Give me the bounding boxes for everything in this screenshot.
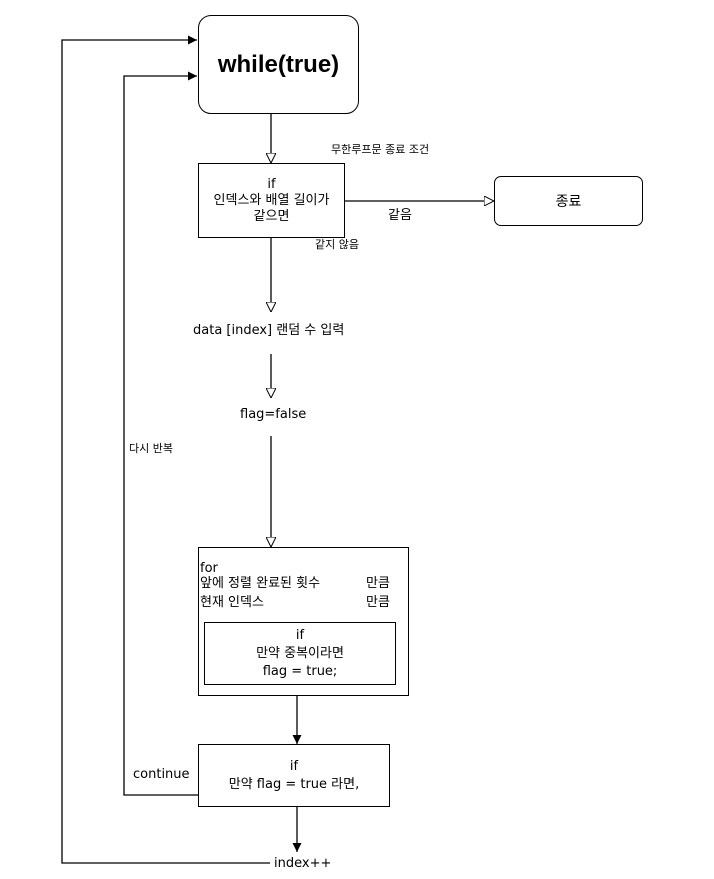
data-input-node: data [index] 랜덤 수 입력 [193,323,345,338]
infinite-loop-exit-label: 무한루프문 종료 조건 [331,143,430,156]
flag-false-node: flag=false [240,407,307,422]
for-node: for 앞에 정렬 완료된 횟수 만큼 현재 인덱스 만큼 if 만약 중복이라… [198,547,409,696]
end-label: 종료 [555,194,582,210]
end-node: 종료 [494,176,643,226]
repeat-again-label: 다시 반복 [129,442,173,455]
if-index-line2: 인덱스와 배열 길이가 [213,192,330,208]
not-same-label: 같지 않음 [315,238,359,251]
for-line2-text: 앞에 정렬 완료된 횟수 [200,576,321,591]
while-label: while(true) [217,50,340,78]
for-line3-text: 현재 인덱스 [200,595,264,610]
inner-if-node: if 만약 중복이라면 flag = true; [204,622,396,685]
edge-repeat-loop [61,35,270,864]
while-node: while(true) [198,15,359,114]
for-line3-suffix: 만큼 [366,595,390,610]
if-index-node: if 인덱스와 배열 길이가 같으면 [198,163,345,238]
same-label: 같음 [388,208,412,223]
inner-if-line2: 만약 중복이라면 [256,645,344,661]
if-flag-node: if 만약 flag = true 라면, [198,744,390,807]
continue-label: continue [133,767,190,782]
if-index-line1: if [267,176,276,192]
if-flag-line1: if [289,758,299,774]
edge-continue-loop [123,71,198,796]
for-line2-suffix: 만큼 [366,576,390,591]
if-flag-line2: 만약 flag = true 라면, [228,776,360,792]
inner-if-line3: flag = true; [262,663,338,679]
inner-if-line1: if [295,627,305,643]
index-increment-node: index++ [273,856,333,871]
for-line1: for [200,561,218,576]
if-index-line3: 같으면 [253,208,290,224]
